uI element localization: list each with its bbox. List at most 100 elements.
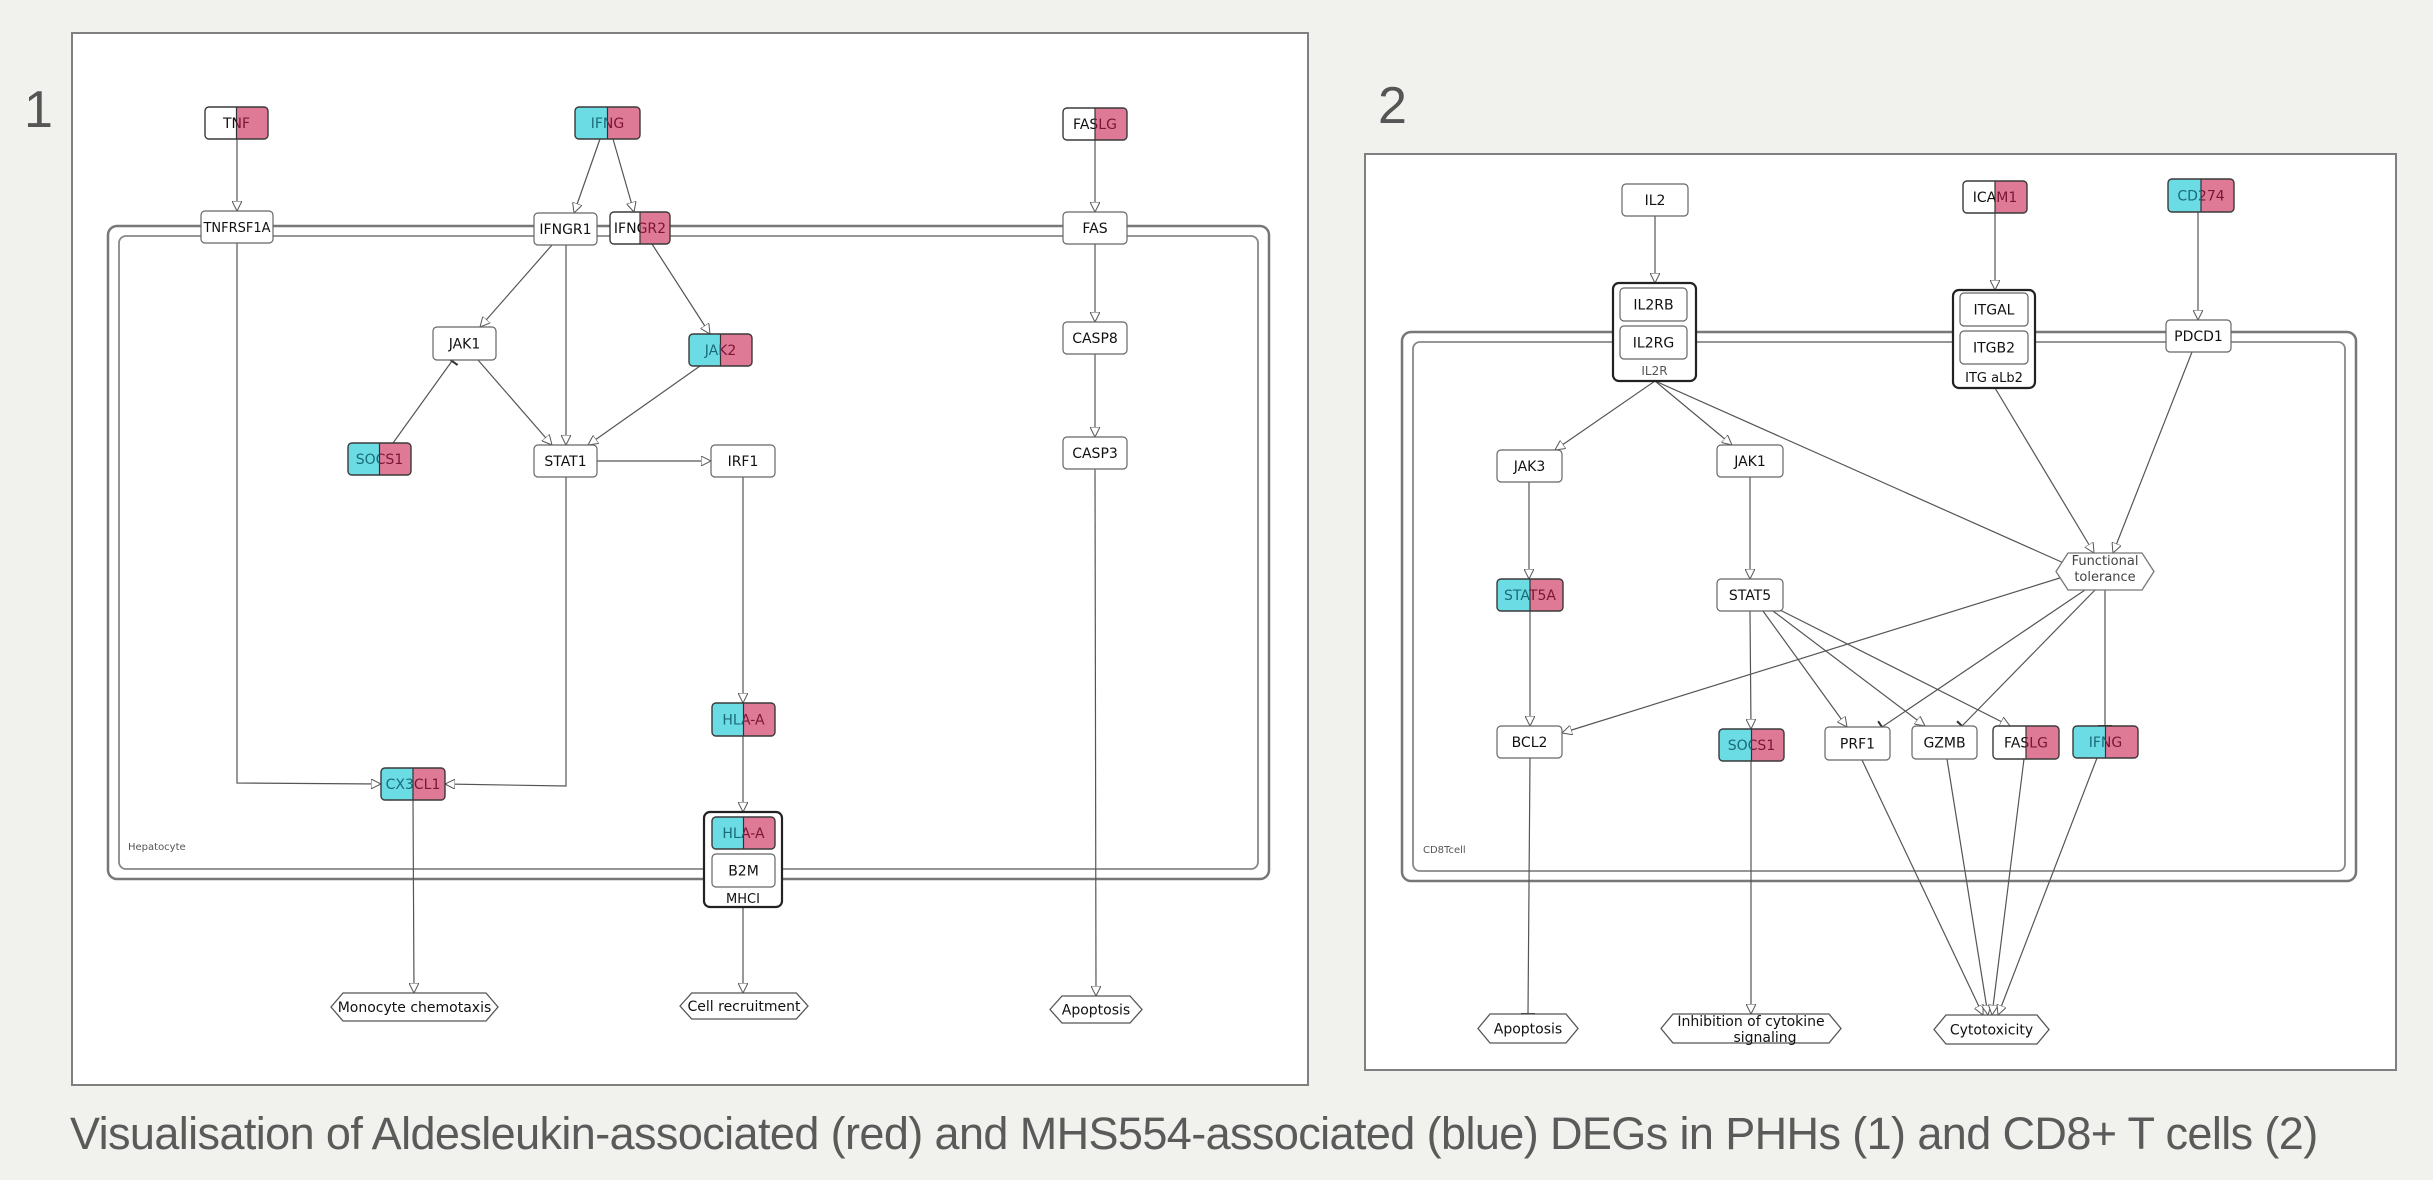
- p1-phenotype-monocyte-chemotaxis[interactable]: Monocyte chemotaxis: [330, 992, 499, 1022]
- p2-gene-node-gzmb[interactable]: GZMB: [1911, 725, 1978, 760]
- gene-label-overlay: TNF: [222, 116, 250, 132]
- p1-gene-node-b2m[interactable]: B2M: [711, 853, 776, 888]
- p2-edge-il2r-to-jak1-activation: [1654, 380, 1732, 445]
- phenotype-label-line: signaling: [1733, 1030, 1796, 1046]
- p1-gene-node-casp3[interactable]: CASP3: [1062, 436, 1128, 470]
- node-border: [1062, 107, 1128, 141]
- node-border: [1911, 725, 1978, 760]
- node-border: [1959, 292, 2029, 327]
- node-fill-right: [1751, 729, 1784, 761]
- p2-phenotype-cytotoxicity[interactable]: Cytotoxicity: [1933, 1014, 2050, 1045]
- phenotype-label: Cell recruitment: [688, 999, 802, 1015]
- p2-edge-prf1-to-cytotoxicity-activation: [1861, 759, 1983, 1015]
- p1-edge-ifngr1-to-jak1-activation: [480, 244, 553, 327]
- p2-gene-node-prf1[interactable]: PRF1: [1824, 726, 1891, 761]
- gene-label: JAK1: [448, 337, 481, 353]
- phenotype-label: Apoptosis: [1494, 1022, 1562, 1038]
- node-border: [1619, 325, 1688, 360]
- gene-label-overlay: FASLG: [1073, 117, 1117, 133]
- node-border: [1716, 578, 1784, 612]
- node-fill: [712, 854, 775, 887]
- p2-gene-node-bcl2[interactable]: BCL2: [1496, 725, 1563, 759]
- node-fill-left: [381, 768, 413, 800]
- p2-gene-node-pdcd1[interactable]: PDCD1: [2165, 319, 2232, 353]
- p1-gene-node-tnfrsf1a[interactable]: TNFRSF1A: [200, 210, 274, 244]
- node-border: [609, 211, 671, 245]
- p1-gene-node-fas[interactable]: FAS: [1062, 211, 1128, 245]
- p2-gene-node-jak3[interactable]: JAK3: [1496, 449, 1563, 483]
- gene-label: IFNG: [591, 116, 625, 132]
- phenotype-hexagon: [1660, 1013, 1842, 1044]
- phenotype-hexagon: [1477, 1013, 1579, 1044]
- gene-label: STAT5: [1729, 588, 1771, 604]
- node-fill: [1063, 437, 1127, 469]
- phenotype-label-line: Functional: [2072, 554, 2139, 569]
- node-fill: [2166, 320, 2231, 352]
- gene-label: SOCS1: [356, 452, 403, 468]
- gene-label: PRF1: [1840, 737, 1875, 753]
- p1-gene-node-ifngr1[interactable]: IFNGR1: [533, 212, 598, 246]
- node-fill: [534, 213, 597, 245]
- figure-caption: Visualisation of Aldesleukin-associated …: [70, 1108, 2318, 1159]
- p2-gene-node-il2rb[interactable]: IL2RB: [1619, 287, 1688, 322]
- gene-label: FAS: [1082, 221, 1107, 237]
- node-border: [533, 444, 598, 478]
- panel-1-hepatocyte-pathway: [71, 32, 1309, 1086]
- p2-gene-node-stat5[interactable]: STAT5: [1716, 578, 1784, 612]
- gene-label: ITGAL: [1974, 303, 2015, 319]
- node-border: [1962, 180, 2028, 214]
- p2-gene-node-il2rg[interactable]: IL2RG: [1619, 325, 1688, 360]
- p1-gene-node-irf1[interactable]: IRF1: [710, 444, 776, 478]
- node-border: [1718, 728, 1785, 762]
- node-fill: [1620, 288, 1687, 321]
- p1-phenotype-apoptosis[interactable]: Apoptosis: [1049, 995, 1143, 1024]
- p2-phenotype-apoptosis[interactable]: Apoptosis: [1477, 1013, 1579, 1044]
- node-fill-left: [205, 107, 237, 139]
- gene-label: JAK3: [1513, 459, 1546, 475]
- p1-gene-node-stat1[interactable]: STAT1: [533, 444, 598, 478]
- gene-label-overlay: STAT5A: [1504, 588, 1556, 604]
- node-fill: [1063, 212, 1127, 244]
- p1-edge-socs1-to-jak1-inhibition: [392, 356, 459, 444]
- panel-2-cd8-tcell-pathway: [1364, 153, 2397, 1071]
- p2-gene-node-jak1[interactable]: JAK1: [1716, 444, 1784, 478]
- gene-label: FASLG: [2004, 736, 2048, 752]
- gene-label: JAK2: [704, 343, 737, 359]
- node-fill: [1825, 727, 1890, 760]
- p1-edge-ifng-to-ifngr1-activation: [574, 138, 601, 213]
- gene-label-overlay: JAK2: [704, 343, 737, 359]
- p2-gene-node-itgal[interactable]: ITGAL: [1959, 292, 2029, 327]
- node-fill-left: [348, 443, 380, 475]
- p2-gene-node-itgb2[interactable]: ITGB2: [1959, 330, 2029, 365]
- node-fill-right: [236, 107, 268, 139]
- p2-gene-node-il2[interactable]: IL2: [1621, 183, 1689, 217]
- node-fill-right: [640, 212, 670, 244]
- phenotype-hexagon: [330, 992, 499, 1022]
- p1-gene-node-casp8[interactable]: CASP8: [1062, 321, 1128, 355]
- p1-edge-tnfrsf1a-to-cx3cl1-activation: [236, 243, 381, 784]
- node-fill: [1497, 726, 1562, 758]
- node-fill: [1717, 445, 1783, 477]
- node-border: [533, 212, 598, 246]
- node-fill-left: [712, 817, 744, 849]
- p1-gene-node-jak1[interactable]: JAK1: [432, 326, 497, 361]
- gene-label: STAT5A: [1504, 588, 1556, 604]
- p1-phenotype-cell-recruitment[interactable]: Cell recruitment: [679, 992, 809, 1020]
